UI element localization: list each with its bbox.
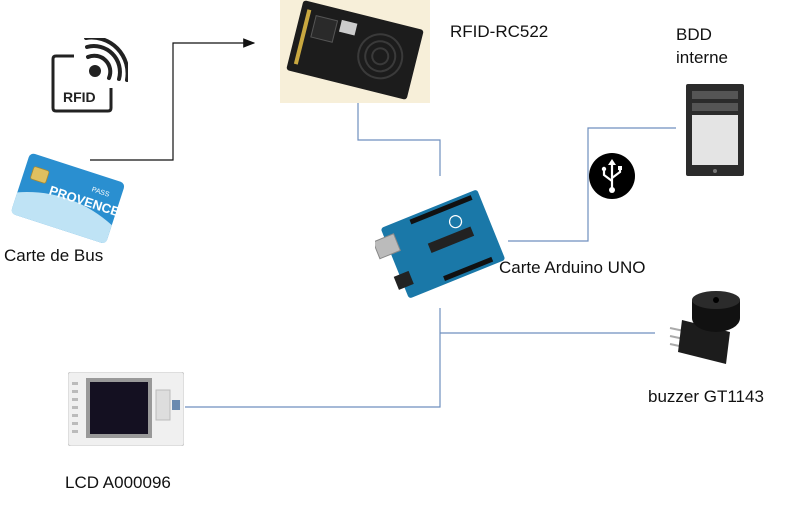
wire-rfid-to-arduino bbox=[358, 103, 440, 176]
bdd-label-line2: interne bbox=[676, 47, 728, 69]
rfid-wireless-icon: RFID bbox=[50, 38, 128, 114]
wire-arduino-down bbox=[185, 308, 440, 407]
bus-card-image: PROVENCE PASS bbox=[8, 148, 126, 248]
arduino-label: Carte Arduino UNO bbox=[499, 257, 645, 279]
buzzer-image bbox=[662, 290, 754, 368]
lcd-label: LCD A000096 bbox=[65, 472, 171, 494]
bus-card-label: Carte de Bus bbox=[4, 245, 103, 267]
arduino-uno-image bbox=[375, 176, 510, 308]
rfid-module-label: RFID-RC522 bbox=[450, 21, 548, 43]
rfid-rc522-image bbox=[280, 0, 430, 103]
buzzer-label: buzzer GT1143 bbox=[648, 386, 764, 408]
lcd-module-image bbox=[68, 372, 184, 446]
rfid-icon-text: RFID bbox=[63, 89, 96, 105]
bdd-label-line1: BDD bbox=[676, 24, 712, 46]
usb-icon bbox=[589, 153, 635, 199]
tower-computer-icon bbox=[684, 82, 746, 178]
